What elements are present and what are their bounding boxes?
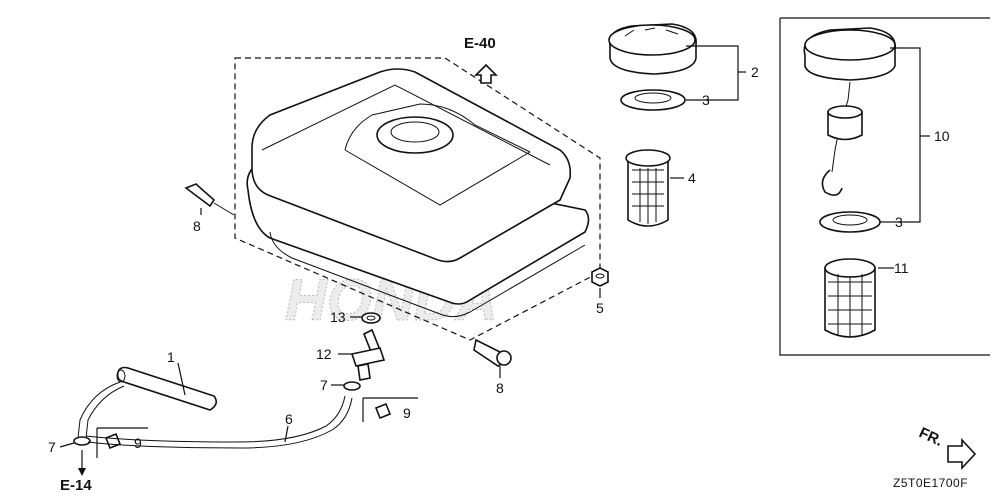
ref-e14-label: E-14 [60, 477, 92, 494]
callout-numbers: 1 2 3 3 4 5 6 7 7 8 8 9 9 10 11 12 13 [48, 64, 950, 455]
callout-2: 2 [751, 64, 759, 80]
bolt-part8-upper [184, 183, 235, 216]
e40-reference: E-40 [464, 35, 498, 84]
inset-bracket-box [779, 17, 990, 356]
hose-clip-part7-lower [73, 436, 91, 446]
fuel-strainer-part4 [625, 149, 671, 227]
tank-assembly-outline [234, 57, 601, 341]
fuel-cap-part2 [608, 23, 697, 75]
front-label: FR. [916, 424, 945, 450]
front-direction-arrow: FR. [916, 424, 977, 471]
cap-seal-part3-upper [620, 89, 686, 111]
washer-part13 [361, 312, 381, 324]
nut-part5 [591, 267, 609, 287]
callout-5: 5 [596, 300, 604, 316]
callout-8-upper: 8 [193, 218, 201, 234]
fuel-tube-part1 [77, 366, 218, 439]
hose-clip-part7-upper [343, 381, 361, 391]
diagram-code: Z5T0E1700F [893, 476, 968, 490]
callout-13: 13 [330, 309, 346, 325]
fuel-tank [246, 68, 590, 318]
ref-e40-label: E-40 [464, 35, 496, 52]
callout-9-right: 9 [403, 405, 411, 421]
callout-7-lower: 7 [48, 439, 56, 455]
e14-reference: E-14 [60, 450, 92, 494]
bolt-part8-lower [473, 338, 512, 367]
fuel-strainer-part11 [824, 258, 876, 338]
callout-3-upper: 3 [702, 92, 710, 108]
cap-seal-part3-inset [819, 211, 881, 233]
callout-10: 10 [934, 128, 950, 144]
fuel-tube-part6 [85, 395, 353, 449]
fuel-cock-part12 [350, 328, 386, 381]
hose-clamp-part9-right [362, 397, 418, 422]
callout-8-lower: 8 [496, 380, 504, 396]
callout-6: 6 [285, 411, 293, 427]
callout-12: 12 [316, 346, 332, 362]
callout-3-inset: 3 [895, 214, 903, 230]
fuel-cap-part10 [803, 27, 897, 196]
callout-9-left: 9 [134, 435, 142, 451]
callout-7-upper: 7 [320, 377, 328, 393]
callout-4: 4 [688, 170, 696, 186]
leader-lines [59, 45, 930, 448]
callout-11: 11 [894, 260, 909, 276]
callout-1: 1 [167, 349, 175, 365]
